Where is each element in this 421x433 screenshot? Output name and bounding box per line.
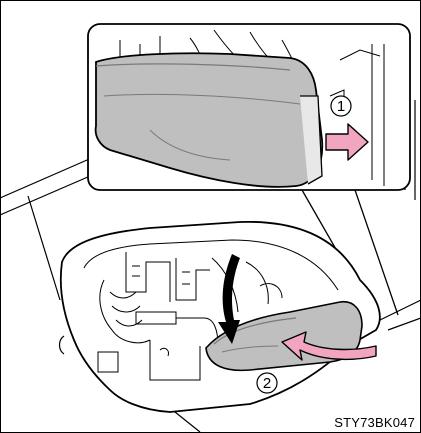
step-2-marker: 2 — [257, 373, 277, 393]
step-2-label: 2 — [263, 375, 271, 392]
step-1-marker: 1 — [331, 96, 351, 116]
step-1-label: 1 — [337, 98, 345, 115]
detail-box — [88, 24, 410, 190]
figure-code: STY73BK047 — [334, 415, 415, 430]
